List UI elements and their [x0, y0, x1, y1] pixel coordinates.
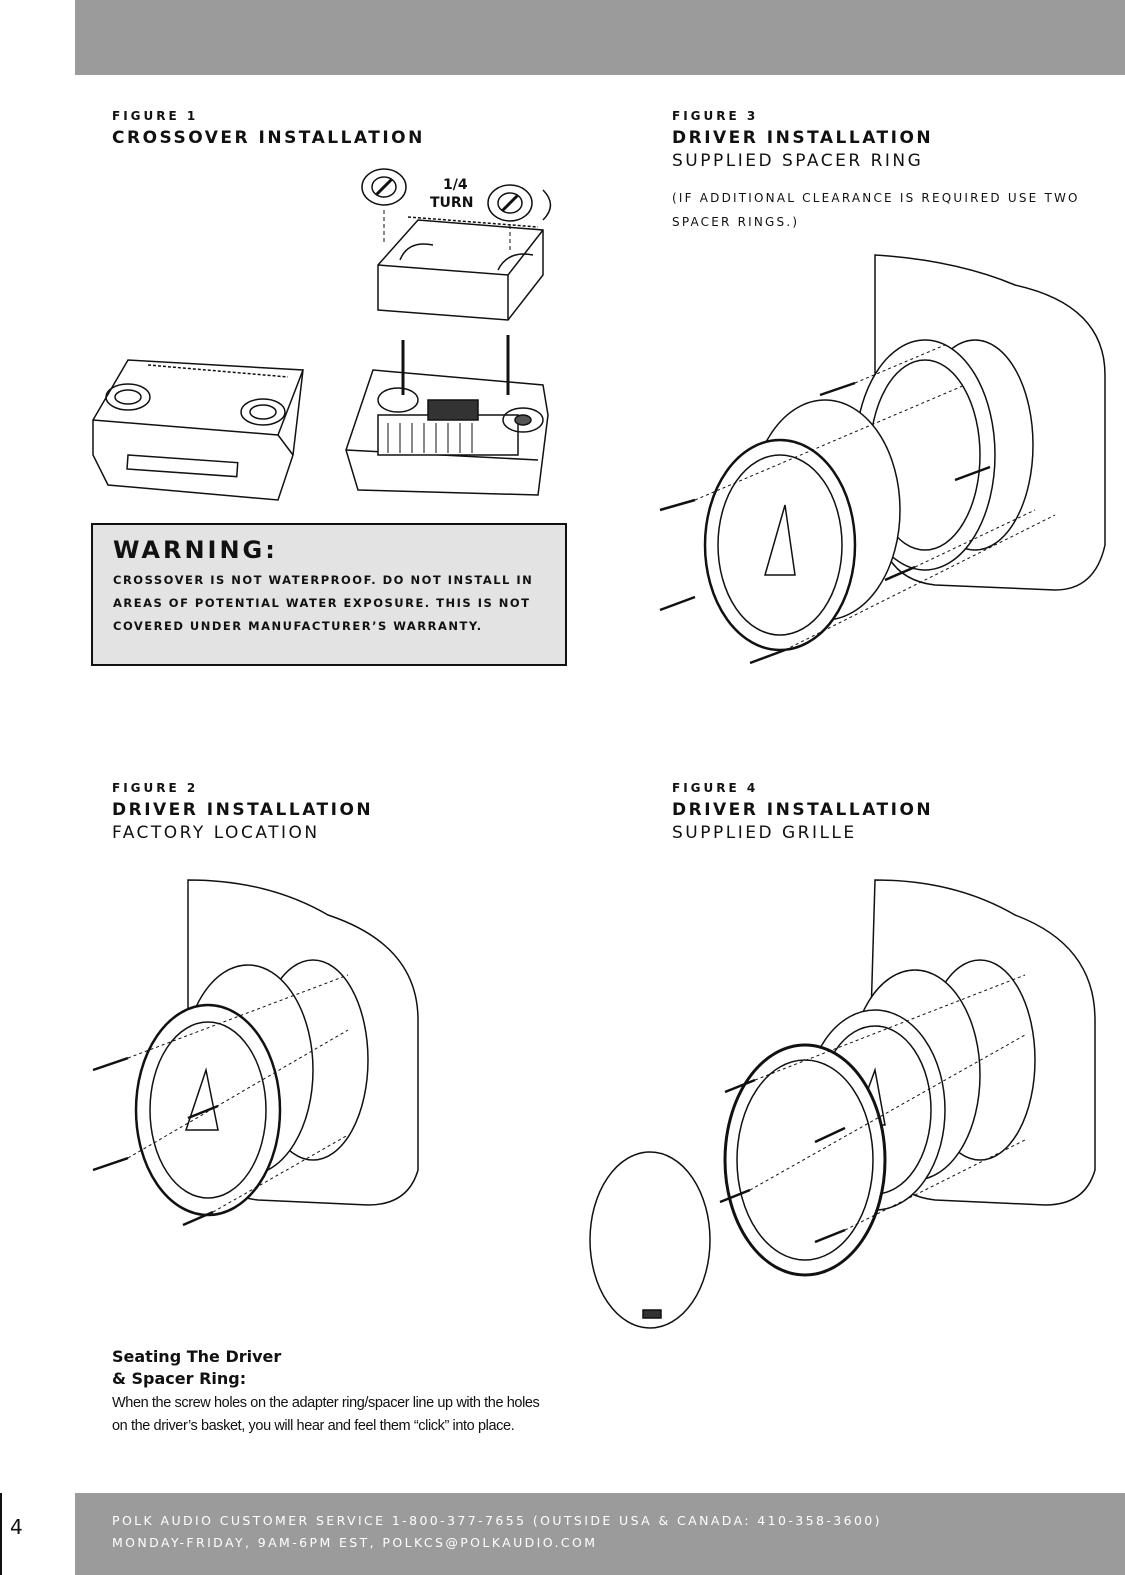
quarter-label: 1/4: [443, 177, 468, 193]
footer-text: POLK AUDIO CUSTOMER SERVICE 1-800-377-76…: [112, 1510, 882, 1554]
crossover-lid: [378, 217, 543, 320]
figure-3-title: DRIVER INSTALLATION: [672, 128, 934, 148]
grille-cover: [590, 1152, 710, 1328]
header-bar: [75, 0, 1125, 75]
figure-2-label: FIGURE 2: [112, 781, 199, 795]
crossover-installation-illustration: 1/4 TURN: [88, 165, 568, 505]
figure-3-subtitle: SUPPLIED SPACER RING: [672, 151, 924, 171]
figure-4-subtitle: SUPPLIED GRILLE: [672, 823, 857, 843]
quarter-turn-knob-right: [488, 185, 551, 221]
quarter-turn-knob-left: [362, 169, 406, 205]
seating-body: When the screw holes on the adapter ring…: [112, 1395, 540, 1434]
grille-installation-illustration: [585, 870, 1105, 1340]
spacer-ring-installation-illustration: [655, 245, 1115, 680]
seating-instructions: Seating The Driver & Spacer Ring: When t…: [112, 1346, 552, 1438]
factory-location-installation-illustration: [88, 870, 448, 1240]
figure-2-heading: FIGURE 2 DRIVER INSTALLATION FACTORY LOC…: [112, 780, 373, 844]
footer-line1: POLK AUDIO CUSTOMER SERVICE 1-800-377-76…: [112, 1513, 882, 1528]
footer-line2: MONDAY-FRIDAY, 9AM-6PM EST, POLKCS@POLKA…: [112, 1535, 598, 1550]
figure-2-subtitle: FACTORY LOCATION: [112, 823, 320, 843]
seating-title-line2: & Spacer Ring:: [112, 1369, 247, 1388]
figure-4-title: DRIVER INSTALLATION: [672, 800, 934, 820]
warning-title: WARNING:: [113, 536, 278, 564]
turn-label: TURN: [430, 195, 473, 211]
warning-body: CROSSOVER IS NOT WATERPROOF. DO NOT INST…: [113, 573, 534, 633]
crossover-closed: [93, 360, 303, 500]
seating-title-line1: Seating The Driver: [112, 1347, 282, 1366]
footer-bar: POLK AUDIO CUSTOMER SERVICE 1-800-377-76…: [75, 1493, 1125, 1575]
figure-3-note: (IF ADDITIONAL CLEARANCE IS REQUIRED USE…: [672, 191, 1080, 229]
figure-4-label: FIGURE 4: [672, 781, 759, 795]
figure-1-title: CROSSOVER INSTALLATION: [112, 128, 425, 148]
figure-1-heading: FIGURE 1 CROSSOVER INSTALLATION: [112, 108, 425, 150]
page-number-rule: [0, 1493, 2, 1575]
figure-1-label: FIGURE 1: [112, 109, 199, 123]
figure-4-heading: FIGURE 4 DRIVER INSTALLATION SUPPLIED GR…: [672, 780, 933, 844]
figure-3-heading: FIGURE 3 DRIVER INSTALLATION SUPPLIED SP…: [672, 108, 1092, 234]
figure-3-label: FIGURE 3: [672, 109, 759, 123]
page-number: 4: [10, 1515, 23, 1539]
crossover-open: [346, 335, 548, 495]
figure-2-title: DRIVER INSTALLATION: [112, 800, 374, 820]
warning-box: WARNING: CROSSOVER IS NOT WATERPROOF. DO…: [91, 523, 567, 666]
